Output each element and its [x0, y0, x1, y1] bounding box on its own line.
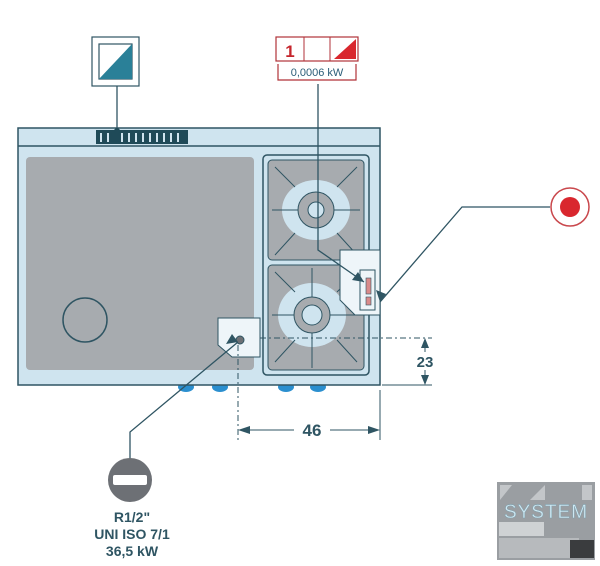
arrow-head [376, 290, 386, 302]
ventilation-symbol [91, 36, 140, 87]
dimension-arrow [421, 375, 429, 385]
arrow-head [226, 334, 238, 344]
logo-text: SYSTEM [504, 502, 588, 523]
dimension-height-label: 23 [417, 354, 434, 371]
gas-standard-label: UNI ISO 7/1 [94, 526, 170, 542]
dim-bg [294, 420, 330, 440]
vent-marker-dot [114, 128, 120, 134]
arrow-head [352, 272, 364, 282]
dim-bg [410, 352, 440, 370]
burner-top [267, 159, 365, 261]
gas-thread-label: R1/2" [114, 509, 150, 525]
power-indicator-symbol [550, 187, 590, 227]
gas-power-label: 36,5 kW [106, 543, 159, 559]
dimension-arrow [421, 338, 429, 348]
burner-panel [262, 154, 370, 376]
dimension-arrow [368, 426, 380, 434]
griddle-plate [26, 157, 254, 370]
phase-count-label: 1 [285, 42, 294, 61]
system-logo: SYSTEM [497, 482, 595, 560]
gas-symbol [108, 458, 152, 502]
gas-connection-box [217, 317, 261, 358]
leader-lines [116, 84, 550, 460]
dimension-arrow [238, 426, 250, 434]
electric-label [275, 36, 359, 81]
vent-grille [96, 130, 188, 144]
electric-power-label: 0,0006 kW [291, 67, 344, 79]
dimension-width-label: 46 [303, 421, 322, 440]
griddle-drain-hole [62, 297, 108, 343]
electrical-connection-box [339, 249, 381, 316]
